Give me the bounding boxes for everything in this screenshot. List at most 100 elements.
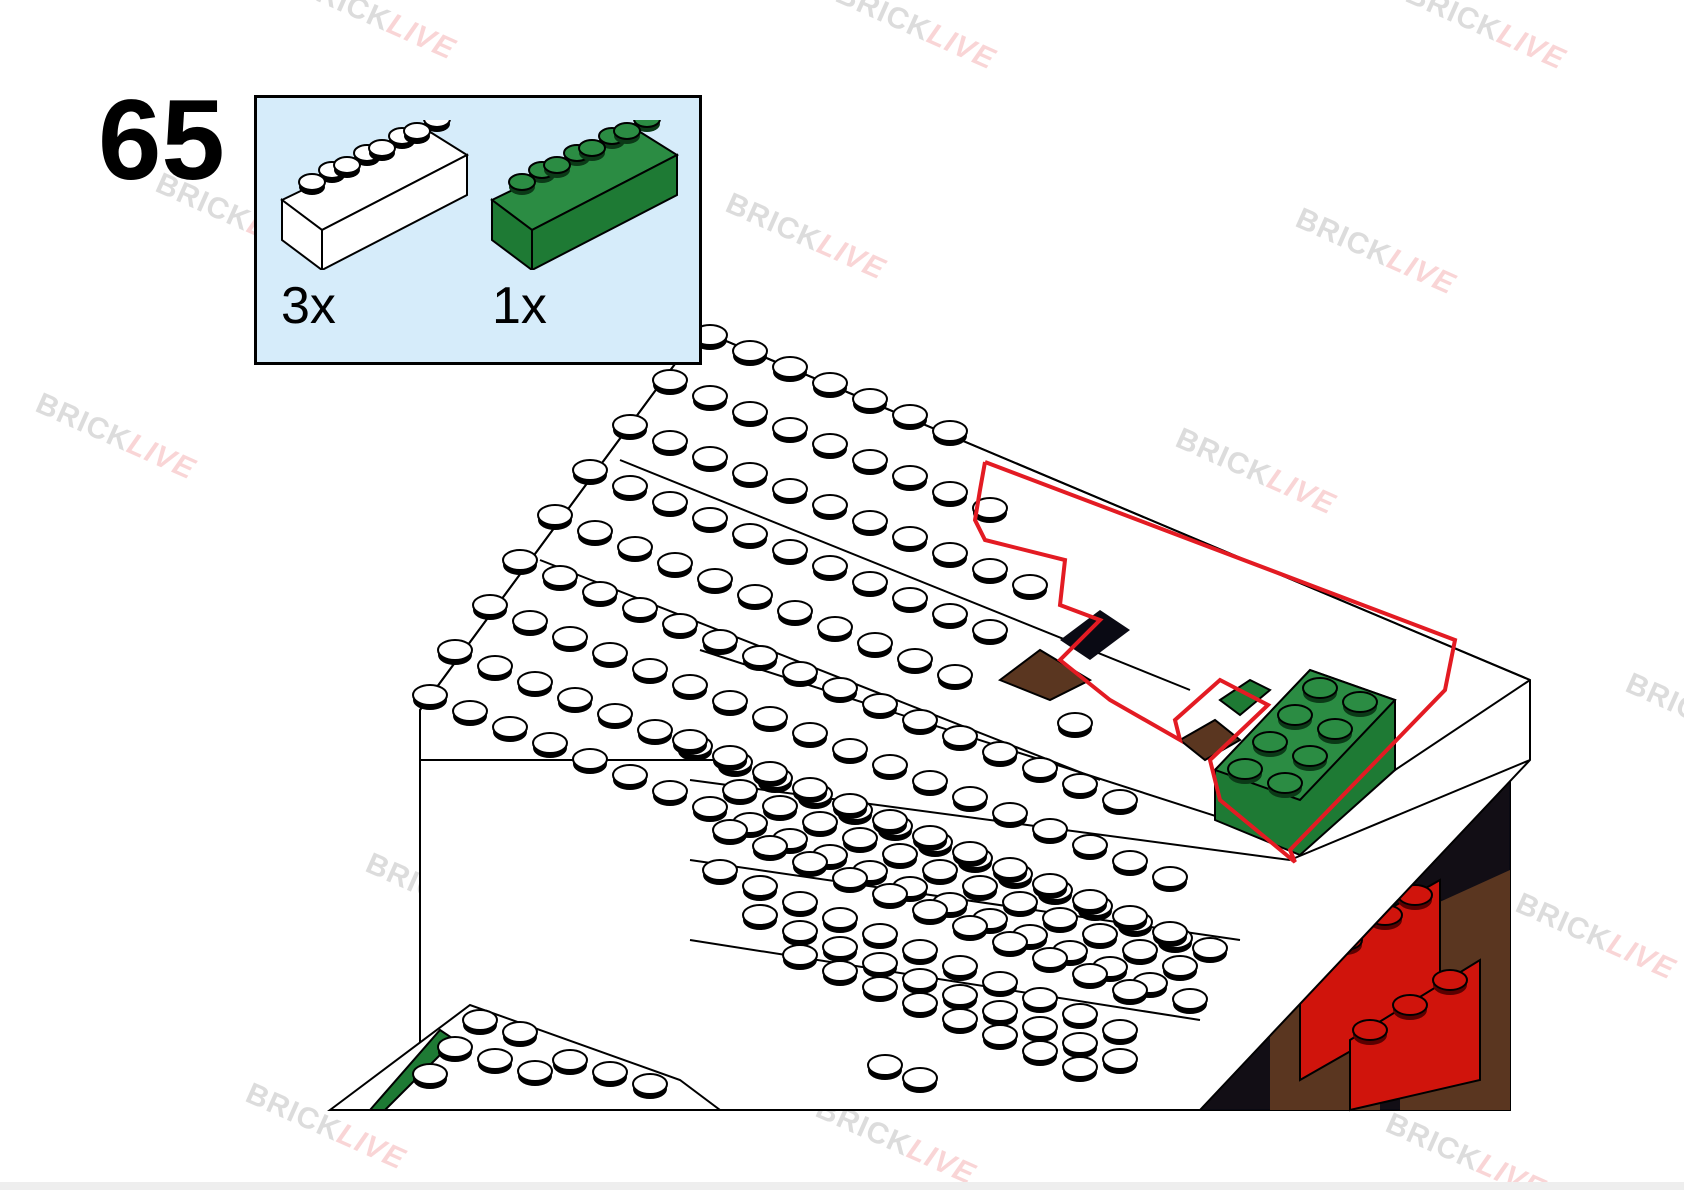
roof-stud xyxy=(692,507,728,534)
roof-stud xyxy=(1152,866,1188,893)
roof-stud xyxy=(912,899,948,926)
roof-stud xyxy=(922,859,958,886)
roof-stud xyxy=(812,555,848,582)
stud-icon xyxy=(543,156,571,178)
roof-stud xyxy=(1072,889,1108,916)
roof-stud xyxy=(892,465,928,492)
roof-stud xyxy=(852,510,888,537)
roof-stud xyxy=(732,340,768,367)
green-2x4-brick-icon xyxy=(490,120,680,270)
roof-stud xyxy=(1072,963,1108,990)
roof-stud xyxy=(792,777,828,804)
roof-stud xyxy=(1072,834,1108,861)
part-quantity-white: 3x xyxy=(281,277,336,335)
roof-stud xyxy=(842,827,878,854)
roof-stud xyxy=(752,835,788,862)
roof-stud xyxy=(517,671,553,698)
roof-stud xyxy=(742,904,778,931)
roof-stud xyxy=(652,780,688,807)
roof-stud xyxy=(437,639,473,666)
roof-stud xyxy=(777,600,813,627)
roof-stud xyxy=(1042,907,1078,934)
roof-stud xyxy=(822,960,858,987)
roof-stud xyxy=(892,404,928,431)
roof-stud xyxy=(652,491,688,518)
roof-stud xyxy=(942,1008,978,1035)
roof-stud xyxy=(732,523,768,550)
roof-stud xyxy=(597,703,633,730)
roof-stud xyxy=(692,385,728,412)
roof-stud xyxy=(1022,1016,1058,1043)
roof-stud xyxy=(1102,1048,1138,1075)
roof-stud xyxy=(702,859,738,886)
roof-stud xyxy=(712,690,748,717)
roof-stud xyxy=(732,401,768,428)
roof-stud xyxy=(992,802,1028,829)
roof-stud xyxy=(572,459,608,486)
parts-list-panel: 3x 1x xyxy=(254,95,702,365)
roof-stud xyxy=(612,475,648,502)
roof-stud xyxy=(822,936,858,963)
roof-stud xyxy=(952,915,988,942)
roof-stud xyxy=(542,565,578,592)
roof-stud xyxy=(982,741,1018,768)
roof-stud xyxy=(942,955,978,982)
roof-stud xyxy=(1062,1032,1098,1059)
roof-stud xyxy=(552,626,588,653)
roof-stud xyxy=(1032,818,1068,845)
roof-stud xyxy=(832,793,868,820)
roof-stud xyxy=(972,558,1008,585)
roof-stud xyxy=(852,571,888,598)
roof-stud xyxy=(512,610,548,637)
roof-stud xyxy=(812,372,848,399)
stud-icon xyxy=(403,122,431,144)
roof-stud xyxy=(1057,712,1093,739)
roof-stud xyxy=(932,542,968,569)
white-2x4-brick-icon xyxy=(280,120,470,270)
roof-stud xyxy=(582,581,618,608)
roof-stud xyxy=(892,526,928,553)
roof-stud xyxy=(942,984,978,1011)
roof-stud xyxy=(782,920,818,947)
roof-stud xyxy=(722,779,758,806)
roof-stud xyxy=(1022,987,1058,1014)
roof-stud xyxy=(952,786,988,813)
roof-stud xyxy=(622,597,658,624)
roof-stud xyxy=(502,549,538,576)
roof-stud xyxy=(772,539,808,566)
roof-stud xyxy=(672,729,708,756)
roof-stud xyxy=(477,655,513,682)
roof-stud xyxy=(692,446,728,473)
roof-stud xyxy=(742,645,778,672)
stud-icon xyxy=(368,139,396,161)
roof-stud xyxy=(652,430,688,457)
roof-stud xyxy=(782,661,818,688)
roof-stud xyxy=(652,369,688,396)
roof-stud xyxy=(1122,939,1158,966)
roof-stud xyxy=(822,907,858,934)
roof-stud xyxy=(1062,773,1098,800)
roof-stud xyxy=(1102,789,1138,816)
step-number: 65 xyxy=(98,77,225,204)
roof-stud xyxy=(752,761,788,788)
roof-stud xyxy=(852,388,888,415)
roof-stud xyxy=(812,433,848,460)
roof-stud xyxy=(1032,947,1068,974)
roof-stud xyxy=(612,764,648,791)
roof-stud xyxy=(817,616,853,643)
roof-stud xyxy=(982,1000,1018,1027)
roof-stud xyxy=(537,504,573,531)
roof-stud xyxy=(1032,873,1068,900)
model-lower-fragment xyxy=(327,1003,938,1111)
roof-stud xyxy=(992,857,1028,884)
roof-stud xyxy=(932,481,968,508)
roof-stud xyxy=(772,356,808,383)
roof-stud xyxy=(1102,1019,1138,1046)
roof-stud xyxy=(672,674,708,701)
roof-stud xyxy=(802,811,838,838)
roof-stud xyxy=(812,494,848,521)
roof-stud xyxy=(932,420,968,447)
roof-stud xyxy=(832,867,868,894)
roof-stud xyxy=(872,883,908,910)
